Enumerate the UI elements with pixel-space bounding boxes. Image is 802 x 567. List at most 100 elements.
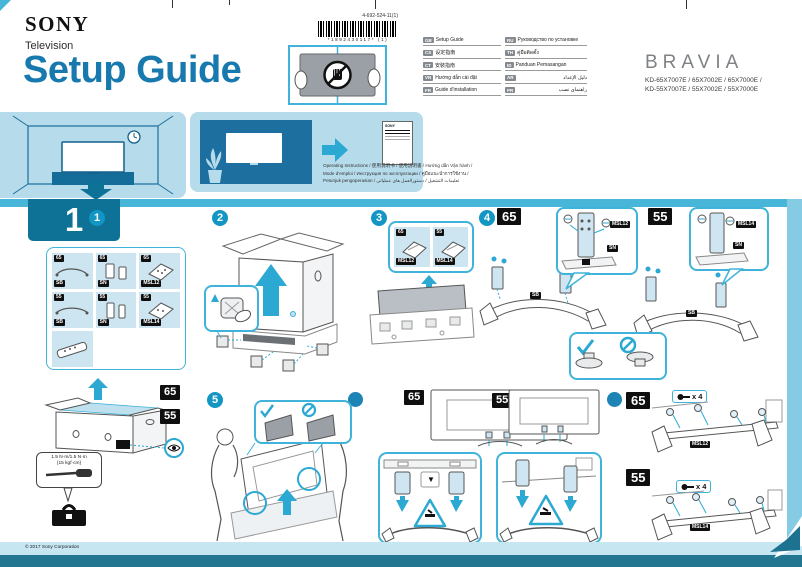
size-badge: 65 [97,255,108,262]
bravia-logo: BRAVIA [645,52,744,73]
screw-count: x 4 [692,392,703,401]
product-type-label: Television [25,40,74,52]
language-code-badge: RU [505,37,516,43]
part-cell-stand-neck-55: 55 SN [95,292,137,328]
language-code-badge: GB [423,37,434,43]
language-title: Руководство по установке [517,37,579,43]
section-number-block: 1 [28,199,120,241]
accessory-bag-illustration [440,241,466,259]
part-number: 4-692-524-11(1) [362,13,398,19]
size-55-badge: 55 [648,208,673,225]
language-code-badge: FR [423,87,433,94]
size-65-badge: 65 [160,385,181,400]
arrow-up-icon [421,275,437,298]
size-badge: 65 [54,255,64,262]
screw-fastening-55-illustration [651,489,783,541]
eye-icon [164,438,184,458]
stand-neck-illustration [105,263,127,280]
part-code-badge: MSL14 [141,319,162,326]
language-title: Guide d'installation [435,87,478,94]
language-code-badge: ID [505,62,514,69]
part-cell-screws-msl12: 65 MSL12 [139,253,180,289]
tv-rear-55-illustration [508,389,600,445]
part-sn-badge: SN [607,245,618,252]
booklet-line [385,129,410,131]
packing-clips [216,335,329,372]
size-badge: 55 [141,294,151,301]
step-4-marker: 4 [479,210,495,226]
arrow-down-icon [80,182,112,200]
corner-trim-mark [0,0,11,11]
caption-line: Petunjuk pengoperasian / تعليمات التشغيل… [323,178,460,184]
size-badge: 55 [434,229,445,236]
language-title: دليل الإعداد [563,74,587,81]
arrow-down-icon [516,490,529,508]
size-badge: 65 [141,255,151,262]
plant-icon [206,148,222,183]
part-msl14-badge: MSL14 [690,524,711,531]
booklet-line [385,136,410,137]
language-code-badge: VN [423,74,434,81]
part-code-badge: MSL12 [141,280,162,287]
accessory-bags-inset: 65 MSL12 55 MSL14 [388,221,474,273]
section-right-bar [787,199,802,545]
supplied-parts-box: 65 SB 65 SN 65 MSL12 55 SB 55 SN 55 MSL1… [46,247,186,370]
torque-value-alt: {15 kgf·cm} [56,461,82,466]
part-code-badge: SB [54,319,65,326]
language-title: 安裝指南 [435,62,456,69]
part-sn-badge: SN [733,242,744,249]
arrow-up-icon [277,489,297,515]
bag-cell-65: 65 MSL12 [394,227,430,267]
language-title: Setup Guide [435,37,464,43]
arrow-down-icon [564,496,577,512]
part-msl12-badge: MSL12 [610,221,631,228]
part-sb-badge: SB [686,310,697,317]
no-touch-icon [294,47,381,103]
language-title: คู่มือติดตั้ง [517,49,539,56]
model-line: KD-65X7007E / 65X7002E / 65X7000E / [645,77,762,84]
part-cell-screws-msl14: 55 MSL14 [139,292,180,328]
part-code-badge: MSL14 [434,258,455,265]
language-code-badge: PR [505,87,516,94]
step-1-marker: 1 [89,210,105,226]
size-65-badge: 65 [404,390,425,405]
room-with-wall-tv-illustration [200,120,312,184]
step-5-marker: 5 [207,392,223,408]
page-fold-arrow-icon [770,516,802,558]
screw-bag-illustration [147,263,174,280]
booklet-brand: SONY [385,124,395,128]
language-title: 设定指南 [435,50,456,57]
step-3-marker: 3 [371,210,387,226]
caption-line: Mode d'emploi / Инструкция по эксплуатац… [323,170,469,176]
screw-bag-illustration [147,302,174,319]
part-msl14-badge: MSL14 [736,221,757,228]
size-65-badge: 65 [626,392,651,409]
torque-note-bubble: 1.5 N·m/1.5 N·m {15 kgf·cm} [36,452,102,488]
barcode-digits: *1892430117* (1) [327,37,389,42]
stand-assembly-illustration [479,207,769,380]
model-numbers: KD-65X7007E / 65X7002E / 65X7000E / KD-5… [645,76,762,94]
toolbox-icon [52,504,86,526]
size-55-badge: 55 [492,393,513,408]
part-code-badge: SN [97,280,109,287]
step-2-marker: 2 [212,210,228,226]
caption-line: Operating Instructions / 使用说明书 / 使用説明書 /… [323,163,473,168]
size-65-badge: 65 [497,208,522,225]
footer-dark-bar [0,555,802,567]
substep-bullet [607,392,622,407]
language-code-badge: CS [423,49,434,56]
screw-count-callout: x 4 [672,390,708,403]
screwdriver-icon [45,469,92,477]
booklet-line [385,132,410,134]
size-55-badge: 55 [626,469,651,486]
registration-mark [229,0,230,5]
operating-instructions-booklet: SONY [382,121,413,165]
hand-icon [234,309,252,323]
